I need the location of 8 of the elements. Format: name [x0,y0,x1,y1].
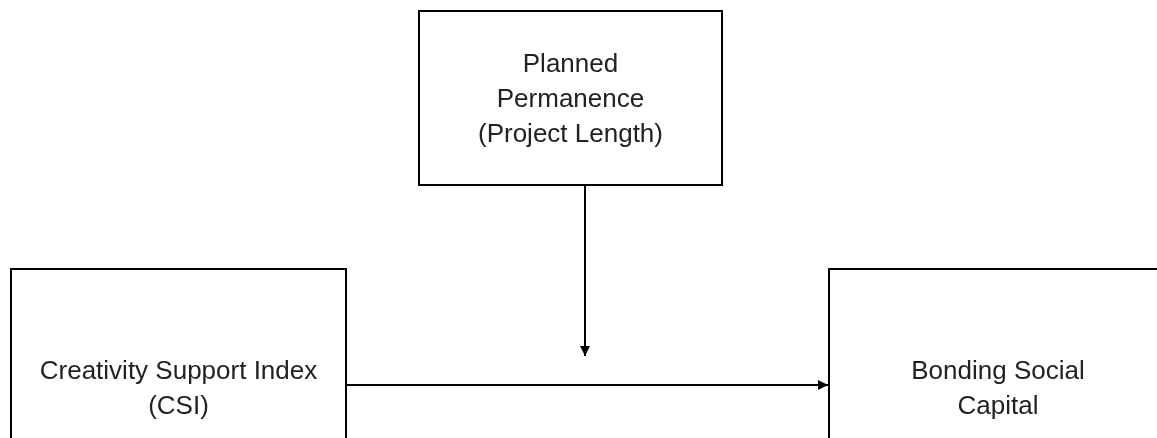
arrow [580,185,590,357]
box-label: Planned Permanence (Project Length) [477,46,664,150]
box-label: Creativity Support Index (CSI) [38,354,319,422]
box [10,268,347,438]
box-label: Bonding Social Capital [910,354,1086,422]
box [418,10,723,186]
box [828,268,1157,438]
arrow [346,380,829,390]
